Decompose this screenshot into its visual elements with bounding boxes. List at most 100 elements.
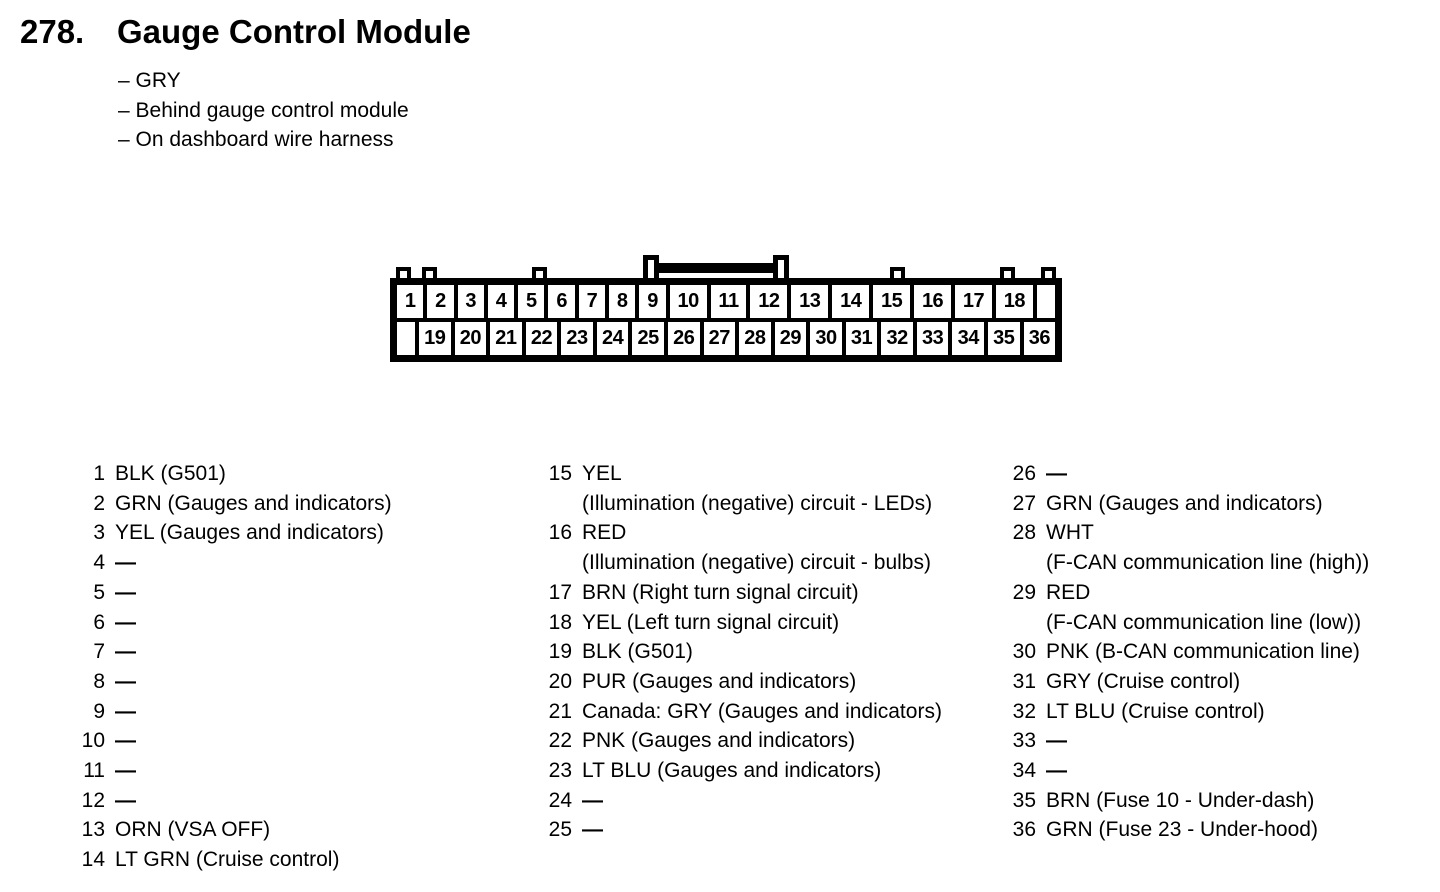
pin-number: 22 [548, 729, 572, 753]
pin-row: 34— [1006, 756, 1369, 786]
pin-description-line: GRN (Gauges and indicators) [115, 491, 392, 515]
pin-row: 7— [75, 637, 392, 667]
connector-cell-31: 31 [845, 322, 878, 355]
pin-description: ORN (VSA OFF) [115, 815, 270, 845]
pin-description-line: (F-CAN communication line (high)) [1046, 551, 1370, 575]
connector-cell-4: 4 [487, 285, 515, 318]
pin-description: LT BLU (Gauges and indicators) [582, 756, 881, 786]
pin-number: 8 [93, 669, 105, 693]
pin-number: 11 [83, 759, 105, 783]
connector-cell-15: 15 [873, 285, 911, 318]
pin-description: PNK (Gauges and indicators) [582, 726, 855, 756]
pin-row: 1 BLK (G501) [75, 459, 392, 489]
connector-cell-28: 28 [739, 322, 771, 355]
pin-description: RED(Illumination (negative) circuit - bu… [582, 518, 931, 577]
pin-number: 33 [1012, 729, 1036, 753]
pin-number: 12 [81, 788, 105, 812]
pin-number: 29 [1012, 580, 1036, 604]
connector-tab [890, 267, 905, 282]
pin-number: 26 [1012, 462, 1036, 485]
connector-cell-1: 1 [397, 285, 424, 318]
connector-cell-19: 19 [419, 322, 451, 355]
pin-row: 25— [542, 815, 942, 845]
pin-description: — [115, 667, 136, 697]
pin-description-line: — [1046, 462, 1067, 485]
pin-description-line: YEL (Left turn signal circuit) [582, 610, 840, 634]
connector-tab [396, 267, 411, 282]
connector-cell-3: 3 [457, 285, 484, 318]
pin-number: 32 [1012, 699, 1036, 723]
pin-description-line: (F-CAN communication line (low)) [1046, 610, 1362, 634]
pin-number: 17 [548, 580, 572, 604]
pin-number: 10 [81, 729, 105, 753]
note-line: – On dashboard wire harness [118, 128, 394, 151]
pin-number: 14 [81, 848, 105, 872]
pin-description: Canada: GRY (Gauges and indicators) [582, 697, 942, 727]
pin-description-line: ORN (VSA OFF) [115, 818, 271, 842]
pin-description: — [115, 726, 136, 756]
pin-description-line: LT BLU (Cruise control) [1046, 699, 1265, 723]
pin-description-line: (Illumination (negative) circuit - LEDs) [582, 491, 933, 515]
pin-description: YEL (Gauges and indicators) [115, 518, 384, 548]
pin-description: — [115, 637, 136, 667]
pin-description-line: WHT [1046, 521, 1094, 545]
pin-description-line: — [115, 610, 136, 634]
pin-number: 5 [93, 580, 105, 604]
connector-cell-22: 22 [525, 322, 558, 355]
pin-row: 16 RED(Illumination (negative) circuit - … [542, 518, 942, 577]
pin-number: 19 [548, 640, 572, 664]
pin-row: 11— [75, 756, 392, 786]
connector-tab [422, 267, 437, 282]
pin-description: BLK (G501) [115, 459, 226, 489]
connector-cell-14: 14 [832, 285, 870, 318]
connector-cell-21: 21 [490, 322, 522, 355]
connector-notes: – GRY– Behind gauge control module– On d… [118, 66, 409, 155]
pin-description-line: — [115, 551, 136, 575]
pin-number: 16 [548, 521, 572, 545]
connector-cell-11: 11 [710, 285, 747, 318]
pin-description: — [115, 578, 136, 608]
pin-row: 9— [75, 697, 392, 727]
latch-bar [650, 263, 786, 273]
pin-row: 26 — [1006, 459, 1369, 489]
connector-tab [1041, 267, 1056, 282]
connector-cell-26: 26 [667, 322, 700, 355]
connector-cell-32: 32 [881, 322, 913, 355]
pin-number: 13 [81, 818, 105, 842]
connector-cell-23: 23 [561, 322, 593, 355]
pin-number: 7 [93, 640, 105, 664]
pin-number: 2 [93, 491, 105, 515]
connector-cell-24: 24 [596, 322, 629, 355]
connector-cell-12: 12 [750, 285, 788, 318]
pin-description-line: YEL (Gauges and indicators) [115, 521, 384, 545]
connector-cell-5: 5 [518, 285, 545, 318]
pin-number: 1 [93, 462, 105, 485]
pin-number: 18 [548, 610, 572, 634]
connector-tab [1000, 267, 1015, 282]
pin-row: 12— [75, 786, 392, 816]
pin-description-line: PNK (B-CAN communication line) [1046, 640, 1360, 664]
pin-description-line: Canada: GRY (Gauges and indicators) [582, 699, 942, 723]
page-title: 278.Gauge Control Module [20, 12, 471, 52]
pin-description-line: BLK (G501) [582, 640, 693, 664]
pin-description-line: — [1046, 729, 1067, 753]
connector-cell-33: 33 [916, 322, 949, 355]
pin-description-line: — [115, 640, 136, 664]
connector-cell-10: 10 [669, 285, 707, 318]
pin-description: GRN (Gauges and indicators) [1046, 489, 1323, 519]
pin-number: 15 [548, 462, 572, 485]
pin-number: 35 [1012, 788, 1036, 812]
pin-description: — [1046, 726, 1067, 756]
pin-description: YEL (Left turn signal circuit) [582, 608, 839, 638]
